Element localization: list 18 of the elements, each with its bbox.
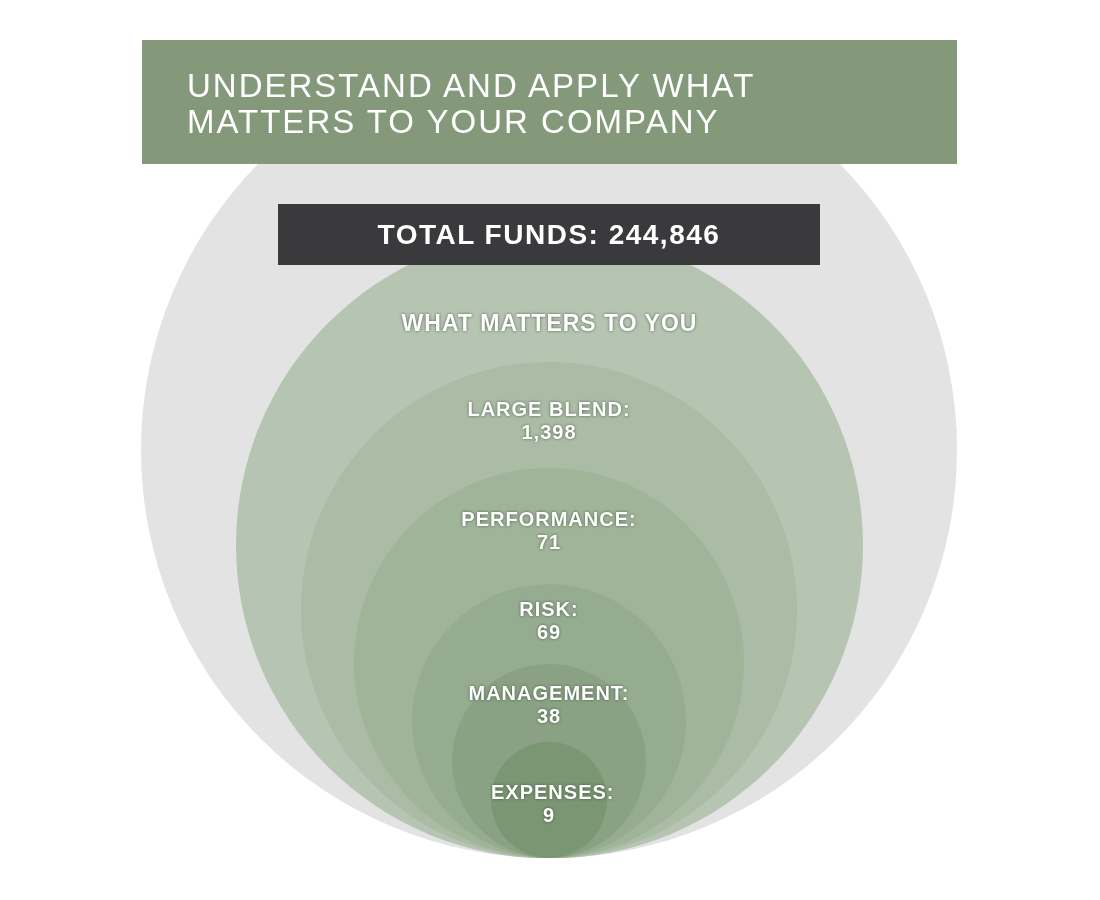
category-label: LARGE BLEND: — [467, 398, 631, 421]
total-label: TOTAL FUNDS: 244,846 — [377, 218, 721, 251]
category-label: RISK: — [519, 598, 579, 621]
category-label: WHAT MATTERS TO YOU — [401, 312, 698, 335]
count-value: 1,398 — [521, 421, 577, 444]
category-label: EXPENSES: — [491, 781, 615, 804]
count-value: 9 — [542, 804, 556, 827]
category-circle — [412, 584, 686, 858]
category-circle — [354, 468, 744, 858]
total-bar — [278, 204, 820, 265]
count-value: 69 — [536, 621, 562, 644]
title-text: UNDERSTAND AND APPLY WHAT MATTERS TO YOUR COMPANY — [187, 68, 756, 140]
count-value: 71 — [536, 531, 562, 554]
count-value: 38 — [536, 705, 562, 728]
category-circle — [301, 362, 797, 858]
category-label: PERFORMANCE: — [461, 508, 637, 531]
category-circle — [452, 664, 646, 858]
category-label: MANAGEMENT: — [468, 682, 630, 705]
